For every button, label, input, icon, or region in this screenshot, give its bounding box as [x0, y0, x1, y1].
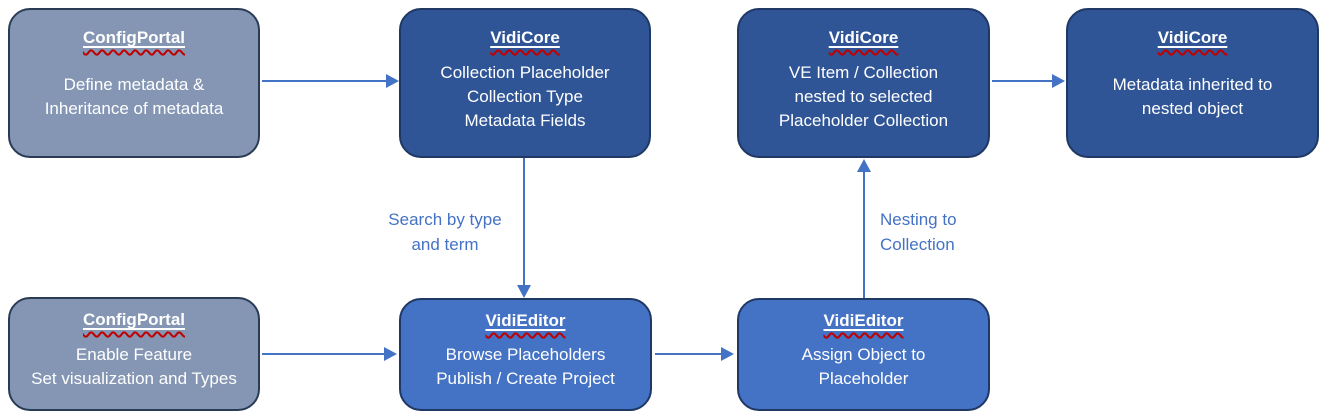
- node-body-line: Publish / Create Project: [436, 369, 615, 388]
- arrowhead-down-icon: [517, 285, 531, 298]
- node-body: Metadata inherited to nested object: [1113, 48, 1273, 156]
- arrow-vidicore-nested-to-inherited: [992, 80, 1056, 82]
- node-body-line: Set visualization and Types: [31, 368, 237, 388]
- node-title: ConfigPortal: [83, 28, 185, 47]
- node-title: VidiEditor: [485, 311, 566, 330]
- node-body: Assign Object to Placeholder: [802, 331, 926, 409]
- node-vidicore-metadata-inherited: VidiCore Metadata inherited to nested ob…: [1066, 8, 1319, 158]
- arrowhead-right-icon: [1052, 74, 1065, 88]
- node-body-line: Placeholder Collection: [778, 111, 949, 130]
- node-body-line: Metadata inherited to: [1112, 75, 1273, 94]
- arrowhead-right-icon: [721, 347, 734, 361]
- edge-label-line: Nesting to: [880, 210, 957, 229]
- arrowhead-up-icon: [857, 159, 871, 172]
- edge-label-search-by-type: Search by type and term: [373, 207, 517, 257]
- edge-label-nesting-to-collection: Nesting to Collection: [880, 207, 1020, 257]
- node-body-line: nested to selected: [794, 87, 933, 106]
- arrow-vidieditor-to-vidicore-nesting: [863, 170, 865, 298]
- node-configportal-define-metadata: ConfigPortal Define metadata & Inheritan…: [8, 8, 260, 158]
- node-body-line: Assign Object to: [801, 345, 926, 364]
- node-vidieditor-browse-placeholders: VidiEditor Browse Placeholders Publish /…: [399, 298, 652, 411]
- node-body: Browse Placeholders Publish / Create Pro…: [436, 331, 615, 409]
- node-body-line: Browse Placeholders: [445, 345, 606, 364]
- node-body-line: nested object: [1141, 99, 1244, 118]
- node-title: VidiEditor: [823, 311, 904, 330]
- arrowhead-right-icon: [384, 347, 397, 361]
- node-title: ConfigPortal: [83, 310, 185, 329]
- node-body: Collection Placeholder Collection Type M…: [440, 48, 609, 156]
- node-body-line: Collection Placeholder: [440, 63, 610, 82]
- arrow-vidicore-to-vidieditor-search: [523, 158, 525, 287]
- edge-label-line: Collection: [880, 235, 955, 254]
- node-body-line: VE Item / Collection: [788, 63, 939, 82]
- arrow-configportal-to-vidieditor: [262, 353, 388, 355]
- node-title: VidiCore: [1157, 28, 1228, 47]
- node-vidicore-nested-to-collection: VidiCore VE Item / Collection nested to …: [737, 8, 990, 158]
- node-vidieditor-assign-object: VidiEditor Assign Object to Placeholder: [737, 298, 990, 411]
- node-body-line: Define metadata &: [63, 75, 205, 94]
- node-configportal-enable-feature: ConfigPortal Enable Feature Set visualiz…: [8, 297, 260, 411]
- node-body-line: Metadata Fields: [464, 111, 586, 130]
- node-body-line: Inheritance of metadata: [44, 99, 224, 118]
- arrowhead-right-icon: [386, 74, 399, 88]
- node-vidicore-collection-placeholder: VidiCore Collection Placeholder Collecti…: [399, 8, 651, 158]
- node-body: VE Item / Collection nested to selected …: [779, 48, 948, 156]
- node-title: VidiCore: [828, 28, 899, 47]
- edge-label-line: Search by type: [388, 210, 502, 229]
- node-body-line: Placeholder: [818, 369, 909, 388]
- node-body-line: Enable Feature: [75, 344, 193, 364]
- edge-label-line: and term: [411, 235, 479, 254]
- arrow-vidieditor-browse-to-assign: [655, 353, 725, 355]
- node-body: Define metadata & Inheritance of metadat…: [45, 48, 224, 156]
- node-body: Enable Feature Set visualization and Typ…: [31, 330, 237, 409]
- node-title: VidiCore: [490, 28, 560, 47]
- arrow-configportal-to-vidicore: [262, 80, 390, 82]
- node-body-line: Collection Type: [467, 87, 583, 106]
